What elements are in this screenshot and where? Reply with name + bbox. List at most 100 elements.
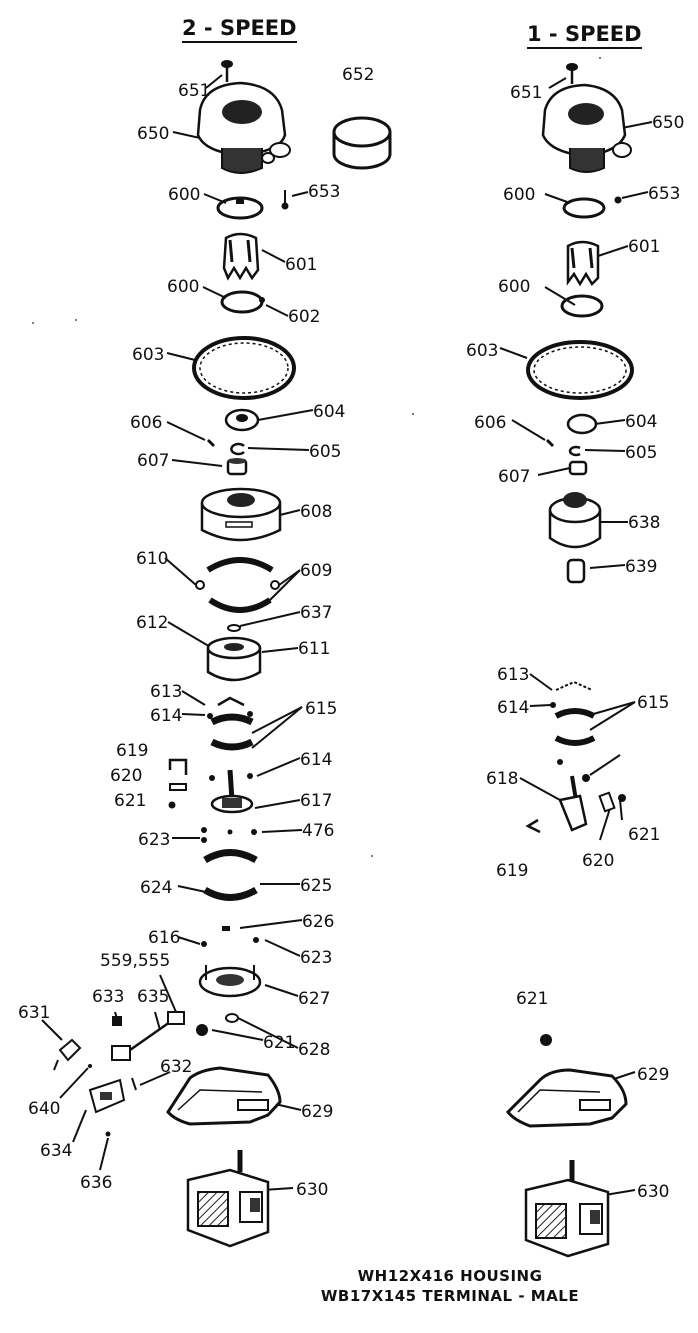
label-625: 625 bbox=[300, 876, 332, 896]
label-608: 608 bbox=[300, 502, 332, 522]
part-639-bushing-r bbox=[566, 558, 586, 584]
part-611-clutch bbox=[206, 636, 262, 682]
label-610: 610 bbox=[136, 549, 168, 569]
label-650-r: 650 bbox=[652, 113, 684, 133]
part-617-shaft-plate bbox=[210, 769, 254, 814]
label-559-555: 559,555 bbox=[100, 951, 170, 971]
header-2-speed: 2 - SPEED bbox=[182, 16, 297, 43]
label-476: 476 bbox=[302, 821, 334, 841]
part-600-clamp-lower-r bbox=[560, 294, 604, 318]
label-603: 603 bbox=[132, 345, 164, 365]
part-651-screw-r bbox=[566, 63, 578, 84]
part-630-motor-r bbox=[524, 1160, 610, 1258]
label-631: 631 bbox=[18, 1003, 50, 1023]
part-604-hub bbox=[224, 408, 260, 432]
label-639-r: 639 bbox=[625, 557, 657, 577]
label-613: 613 bbox=[150, 682, 182, 702]
label-626: 626 bbox=[302, 912, 334, 932]
part-637-washer bbox=[227, 624, 241, 632]
part-600-clamp bbox=[216, 196, 264, 220]
part-609-brake-band bbox=[195, 557, 280, 613]
label-605: 605 bbox=[309, 442, 341, 462]
label-623-lower: 623 bbox=[300, 948, 332, 968]
label-636: 636 bbox=[80, 1173, 112, 1193]
part-621-ball-left bbox=[168, 801, 176, 809]
label-621: 621 bbox=[114, 791, 146, 811]
label-601-r: 601 bbox=[628, 237, 660, 257]
part-630-motor bbox=[186, 1150, 270, 1248]
part-620-pad bbox=[169, 783, 187, 791]
part-613-spring bbox=[217, 696, 245, 707]
part-603-belt bbox=[192, 336, 296, 400]
label-628: 628 bbox=[298, 1040, 330, 1060]
part-624-625-shoes bbox=[203, 849, 258, 901]
label-600-lower: 600 bbox=[167, 277, 199, 297]
label-637: 637 bbox=[300, 603, 332, 623]
part-606-604-605-607-r bbox=[545, 413, 598, 476]
label-635: 635 bbox=[137, 987, 169, 1007]
label-638-r: 638 bbox=[628, 513, 660, 533]
label-606-r: 606 bbox=[474, 413, 506, 433]
part-615-shoes bbox=[210, 713, 254, 751]
footer-line-1: WH12X416 HOUSING bbox=[357, 1267, 543, 1285]
label-614-lower: 614 bbox=[300, 750, 332, 770]
label-624: 624 bbox=[140, 878, 172, 898]
label-604-r: 604 bbox=[625, 412, 657, 432]
label-607-r: 607 bbox=[498, 467, 530, 487]
label-616: 616 bbox=[148, 928, 180, 948]
part-652-ring bbox=[332, 116, 392, 170]
label-614-r: 614 bbox=[497, 698, 529, 718]
label-600: 600 bbox=[168, 185, 200, 205]
label-617: 617 bbox=[300, 791, 332, 811]
label-611: 611 bbox=[298, 639, 330, 659]
label-634: 634 bbox=[40, 1141, 72, 1161]
label-600-r: 600 bbox=[503, 185, 535, 205]
part-614-balls bbox=[207, 711, 253, 719]
part-636-640 bbox=[88, 1064, 111, 1137]
speckles bbox=[32, 57, 601, 857]
part-607-bushing bbox=[226, 458, 248, 476]
label-650: 650 bbox=[137, 124, 169, 144]
label-630: 630 bbox=[296, 1180, 328, 1200]
label-651: 651 bbox=[178, 81, 210, 101]
part-605-ring bbox=[230, 442, 245, 456]
part-620-621-619-r bbox=[525, 791, 626, 834]
label-605-r: 605 bbox=[625, 443, 657, 463]
label-633: 633 bbox=[92, 987, 124, 1007]
label-640: 640 bbox=[28, 1099, 60, 1119]
part-614-lower-balls bbox=[209, 773, 253, 781]
label-607: 607 bbox=[137, 451, 169, 471]
part-653-screw bbox=[281, 190, 289, 210]
label-652: 652 bbox=[342, 65, 374, 85]
part-635-harness bbox=[111, 1011, 185, 1061]
part-621-ball-r bbox=[540, 1034, 552, 1046]
part-603-belt-r bbox=[526, 340, 634, 400]
label-629: 629 bbox=[301, 1102, 333, 1122]
leader-lines bbox=[41, 74, 653, 1196]
label-651-r: 651 bbox=[510, 83, 542, 103]
label-604: 604 bbox=[313, 402, 345, 422]
label-618-r: 618 bbox=[486, 769, 518, 789]
label-629-r: 629 bbox=[637, 1065, 669, 1085]
label-619-r: 619 bbox=[496, 861, 528, 881]
label-615: 615 bbox=[305, 699, 337, 719]
part-631-plug bbox=[53, 1038, 82, 1071]
part-632-pin bbox=[131, 1077, 137, 1091]
part-650-valve-housing-r bbox=[541, 83, 632, 173]
label-612: 612 bbox=[136, 613, 168, 633]
label-621-lower: 621 bbox=[263, 1033, 295, 1053]
label-620: 620 bbox=[110, 766, 142, 786]
label-653: 653 bbox=[308, 182, 340, 202]
label-621-r: 621 bbox=[628, 825, 660, 845]
label-614: 614 bbox=[150, 706, 182, 726]
part-613-614-615-r bbox=[550, 680, 596, 765]
part-651-screw bbox=[221, 60, 233, 82]
label-620-r: 620 bbox=[582, 851, 614, 871]
part-601-sleeve bbox=[222, 232, 260, 281]
part-608-drum bbox=[200, 487, 282, 542]
label-615-r: 615 bbox=[637, 693, 669, 713]
label-623: 623 bbox=[138, 830, 170, 850]
label-603-r: 603 bbox=[466, 341, 498, 361]
